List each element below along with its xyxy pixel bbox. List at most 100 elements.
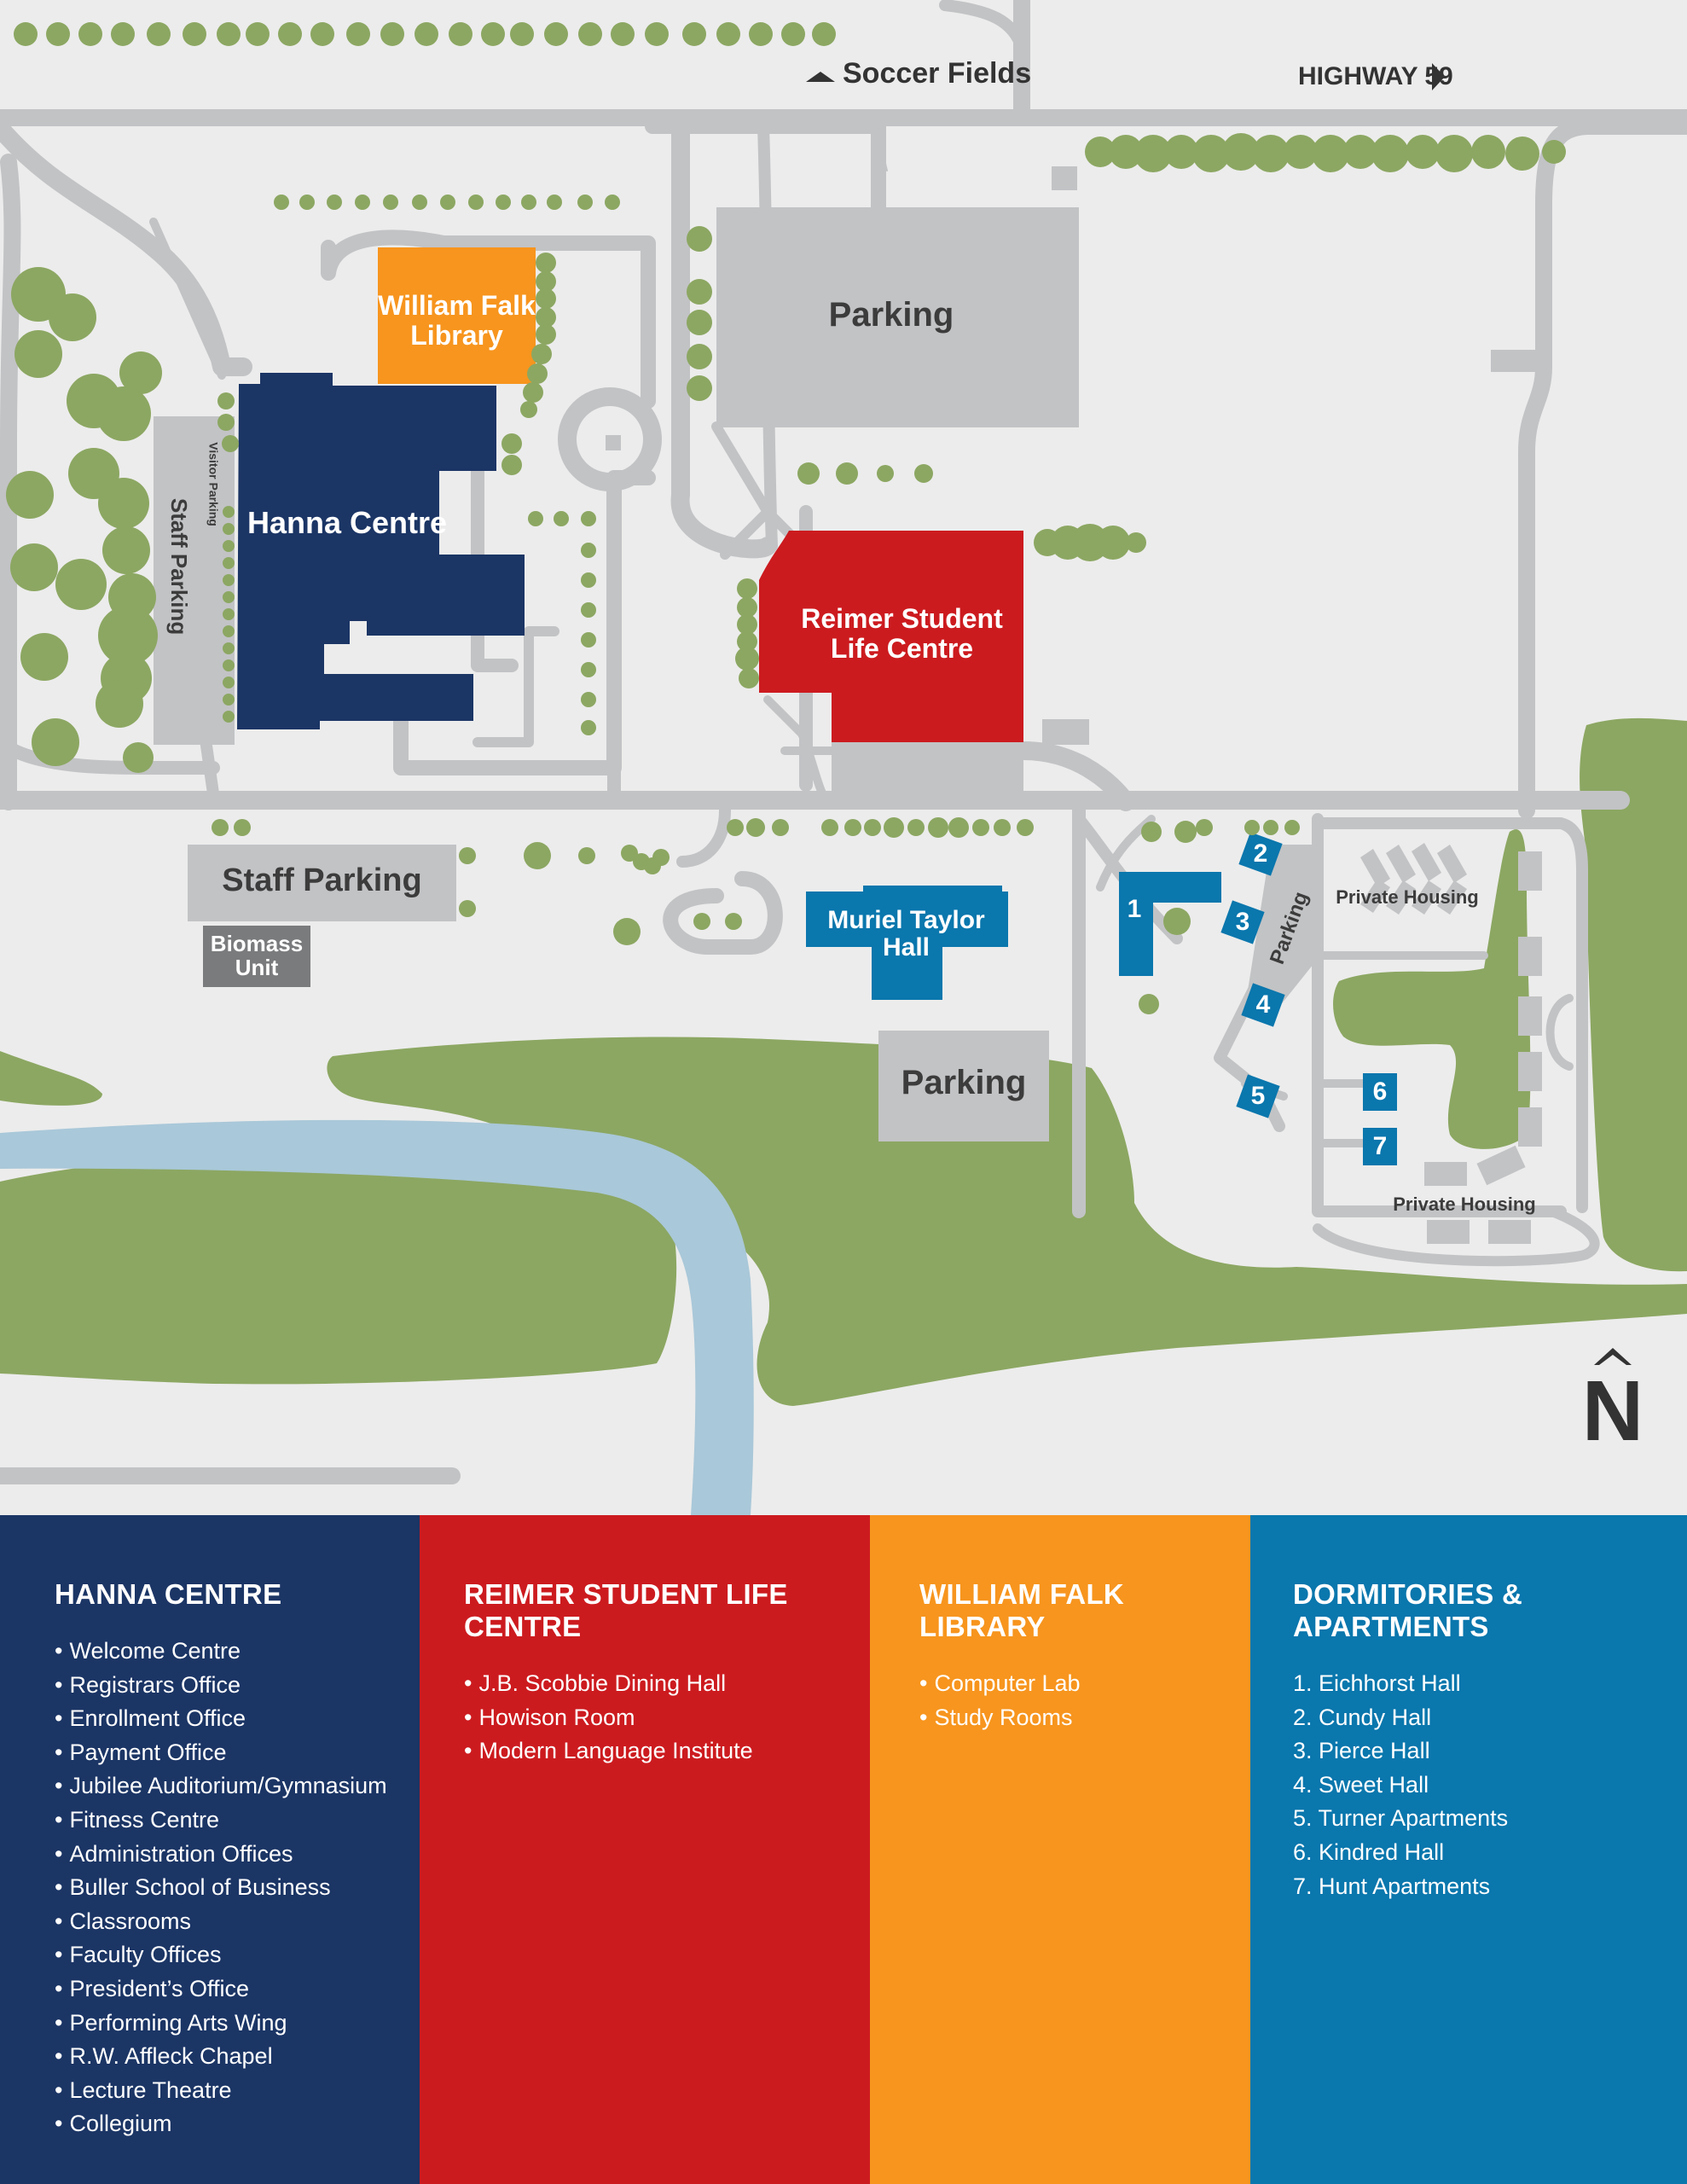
- legend-hanna-centre: HANNA CENTRE •Welcome Centre•Registrars …: [0, 1515, 420, 2184]
- legend-item[interactable]: 3. Pierce Hall: [1293, 1734, 1687, 1769]
- library-label-line-1: William Falk: [378, 290, 536, 321]
- bullet-icon: •: [55, 1806, 63, 1833]
- bullet-icon: •: [55, 1840, 63, 1867]
- legend-reimer-title: REIMER STUDENT LIFE CENTRE: [464, 1578, 788, 1642]
- legend-item[interactable]: •R.W. Affleck Chapel: [55, 2040, 420, 2074]
- legend-item-text: 4. Sweet Hall: [1293, 1771, 1429, 1798]
- map-graphics: [0, 0, 1687, 1515]
- legend-item[interactable]: •Computer Lab: [919, 1667, 1250, 1701]
- legend-item-text: Faculty Offices: [69, 1942, 222, 1968]
- legend-item[interactable]: •Enrollment Office: [55, 1702, 420, 1736]
- legend-reimer: REIMER STUDENT LIFE CENTRE •J.B. Scobbie…: [420, 1515, 870, 2184]
- bullet-icon: •: [55, 1671, 63, 1698]
- staff-parking-label[interactable]: Staff Parking: [222, 863, 422, 898]
- legend-item[interactable]: 7. Hunt Apartments: [1293, 1870, 1687, 1904]
- legend-item[interactable]: •President’s Office: [55, 1972, 420, 2007]
- campus-map: Soccer Fields HIGHWAY 59 William Falk Li…: [0, 0, 1687, 1515]
- hanna-centre-building: [237, 373, 525, 729]
- legend-item[interactable]: •Collegium: [55, 2107, 420, 2141]
- legend-item[interactable]: •Registrars Office: [55, 1669, 420, 1703]
- bullet-icon: •: [464, 1738, 472, 1764]
- legend-item[interactable]: 6. Kindred Hall: [1293, 1836, 1687, 1870]
- legend-item[interactable]: •Lecture Theatre: [55, 2074, 420, 2108]
- bullet-icon: •: [55, 1773, 63, 1799]
- legend-item-text: Jubilee Auditorium/Gymnasium: [69, 1773, 387, 1799]
- bullet-icon: •: [55, 1975, 63, 2001]
- bullet-icon: •: [55, 1638, 63, 1664]
- legend-item[interactable]: •Jubilee Auditorium/Gymnasium: [55, 1769, 420, 1804]
- library-label[interactable]: William Falk Library: [378, 291, 536, 350]
- dorm-number-6[interactable]: 6: [1372, 1077, 1388, 1106]
- biomass-label[interactable]: Biomass Unit: [203, 932, 310, 979]
- south-parking-label[interactable]: Parking: [901, 1064, 1027, 1101]
- bullet-icon: •: [464, 1704, 472, 1730]
- legend-item[interactable]: 1. Eichhorst Hall: [1293, 1667, 1687, 1701]
- reimer-label-line-1: Reimer Student: [801, 603, 1003, 634]
- river: [0, 1119, 754, 1515]
- legend-item-text: Performing Arts Wing: [69, 2009, 287, 2036]
- dorm-number-3[interactable]: 3: [1235, 908, 1250, 936]
- compass-arrow-icon: [1594, 1348, 1632, 1365]
- legend-item-text: Welcome Centre: [69, 1638, 241, 1664]
- legend-hanna-list: •Welcome Centre•Registrars Office•Enroll…: [55, 1635, 420, 2141]
- bullet-icon: •: [55, 1942, 63, 1968]
- legend-dormitories: DORMITORIES & APARTMENTS 1. Eichhorst Ha…: [1250, 1515, 1687, 2184]
- legend-item[interactable]: •Performing Arts Wing: [55, 2007, 420, 2041]
- legend-item-text: Computer Lab: [934, 1670, 1081, 1696]
- dorm-number-5[interactable]: 5: [1250, 1082, 1266, 1110]
- bullet-icon: •: [55, 1739, 63, 1765]
- legend-item[interactable]: •Faculty Offices: [55, 1938, 420, 1972]
- legend-item-text: 2. Cundy Hall: [1293, 1704, 1432, 1730]
- bullet-icon: •: [464, 1670, 472, 1696]
- legend-library-list: •Computer Lab•Study Rooms: [919, 1667, 1250, 1734]
- visitor-parking-label: Visitor Parking: [206, 442, 221, 526]
- dorm-number-1[interactable]: 1: [1127, 895, 1142, 923]
- legend-item-text: 7. Hunt Apartments: [1293, 1873, 1491, 1899]
- legend-item-text: Payment Office: [69, 1739, 227, 1765]
- legend-item-text: Administration Offices: [69, 1840, 293, 1867]
- reimer-label[interactable]: Reimer Student Life Centre: [793, 604, 1011, 663]
- highway-label[interactable]: HIGHWAY 59: [1298, 62, 1453, 90]
- bullet-icon: •: [55, 2043, 63, 2070]
- legend-item-text: Fitness Centre: [69, 1806, 220, 1833]
- soccer-fields-label[interactable]: Soccer Fields: [843, 57, 1032, 90]
- legend-item-text: 6. Kindred Hall: [1293, 1838, 1445, 1865]
- legend-item-text: Buller School of Business: [69, 1874, 331, 1901]
- trees: [6, 22, 1566, 1014]
- legend-item[interactable]: 5. Turner Apartments: [1293, 1802, 1687, 1836]
- legend-library-title: WILLIAM FALK LIBRARY: [919, 1578, 1125, 1642]
- dorm-number-2[interactable]: 2: [1253, 839, 1268, 868]
- reimer-label-line-2: Life Centre: [830, 632, 974, 664]
- legend-item-text: 1. Eichhorst Hall: [1293, 1670, 1461, 1696]
- library-label-line-2: Library: [410, 319, 503, 351]
- hanna-centre-label[interactable]: Hanna Centre: [247, 505, 448, 540]
- legend-item[interactable]: •Buller School of Business: [55, 1871, 420, 1905]
- biomass-unit-building: [203, 926, 310, 987]
- green-spaces: [0, 717, 1687, 1406]
- legend-item[interactable]: •J.B. Scobbie Dining Hall: [464, 1667, 870, 1701]
- legend-item[interactable]: •Classrooms: [55, 1905, 420, 1939]
- legend-item[interactable]: •Fitness Centre: [55, 1804, 420, 1838]
- legend-item[interactable]: •Welcome Centre: [55, 1635, 420, 1669]
- main-parking-label[interactable]: Parking: [828, 296, 954, 334]
- dorm-number-4[interactable]: 4: [1255, 990, 1271, 1019]
- bullet-icon: •: [55, 1874, 63, 1901]
- legend-item-text: J.B. Scobbie Dining Hall: [478, 1670, 727, 1696]
- muriel-taylor-building: [806, 886, 1008, 1000]
- legend-item-text: Registrars Office: [69, 1671, 241, 1698]
- bullet-icon: •: [55, 1908, 63, 1934]
- biomass-label-line-2: Unit: [235, 955, 279, 981]
- legend-item[interactable]: •Administration Offices: [55, 1838, 420, 1872]
- compass-north-label: N: [1581, 1363, 1644, 1459]
- legend-item[interactable]: •Study Rooms: [919, 1701, 1250, 1735]
- muriel-taylor-label[interactable]: Muriel Taylor Hall: [815, 906, 998, 962]
- legend-item[interactable]: •Howison Room: [464, 1701, 870, 1735]
- legend: HANNA CENTRE •Welcome Centre•Registrars …: [0, 1515, 1687, 2184]
- legend-item[interactable]: 4. Sweet Hall: [1293, 1769, 1687, 1803]
- legend-item[interactable]: 2. Cundy Hall: [1293, 1701, 1687, 1735]
- legend-item-text: 5. Turner Apartments: [1293, 1805, 1509, 1832]
- dorm-number-7[interactable]: 7: [1372, 1132, 1388, 1160]
- staff-parking-vertical-label[interactable]: Staff Parking: [166, 497, 193, 636]
- legend-item[interactable]: •Payment Office: [55, 1736, 420, 1770]
- legend-item[interactable]: •Modern Language Institute: [464, 1734, 870, 1769]
